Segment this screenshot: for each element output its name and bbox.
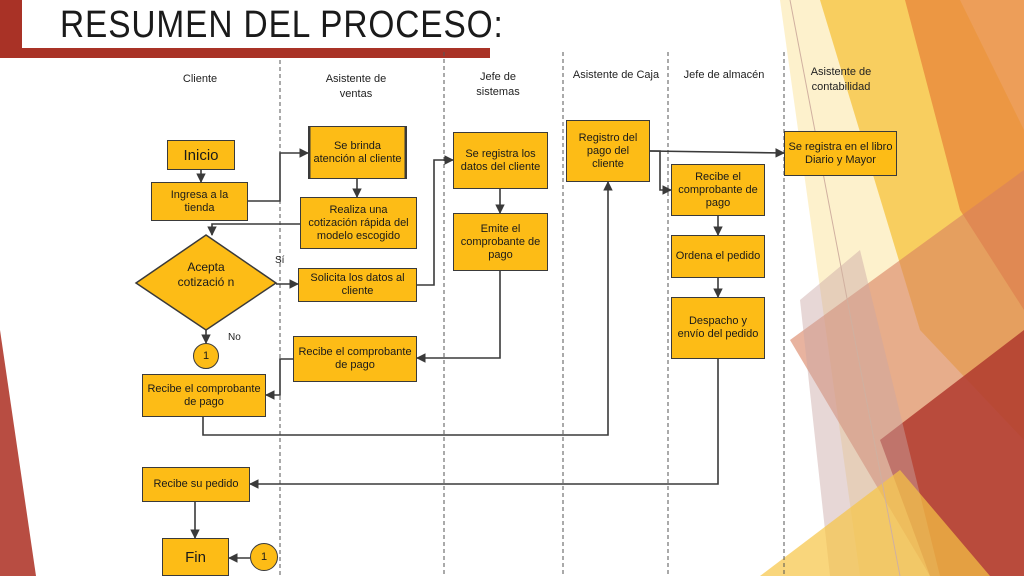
step-recibe-comprobante-ventas: Recibe el comprobante de pago [293,336,417,382]
step-registro-pago: Registro del pago del cliente [566,120,650,182]
step-registra-libro: Se registra en el libro Diario y Mayor [784,131,897,176]
step-cotizacion: Realiza una cotización rápida del modelo… [300,197,417,249]
lane-header-contabilidad: Asistente de contabilidad [810,66,872,93]
step-recibe-pedido: Recibe su pedido [142,467,250,502]
step-solicita-datos: Solicita los datos al cliente [298,268,417,302]
step-ordena-pedido: Ordena el pedido [671,235,765,278]
lane-header-cliente: Cliente [182,73,218,85]
decision-label: Acepta cotizació n [177,260,235,289]
deco-thin-line [789,0,901,576]
step-recibe-comprobante-almacen: Recibe el comprobante de pago [671,164,765,216]
step-brinda-atencion: Se brinda atención al cliente [308,126,407,179]
label-si: Sí [275,255,285,266]
start-inicio: Inicio [167,140,235,170]
connector-1-top: 1 [193,343,219,369]
label-no: No [228,332,241,343]
end-fin: Fin [162,538,229,576]
step-recibe-comprobante-cliente: Recibe el comprobante de pago [142,374,266,417]
step-registra-datos: Se registra los datos del cliente [453,132,548,189]
lane-header-caja: Asistente de Caja [572,69,660,81]
title-background [22,0,490,48]
lane-header-sistemas: Jefe de sistemas [476,71,520,98]
page-title: RESUMEN DEL PROCESO: [60,4,504,46]
lane-header-almacen: Jefe de almacén [683,69,765,81]
lane-header-ventas: Asistente de ventas [325,73,387,100]
deco-bottom-yellow [760,470,990,576]
deco-left-shard [0,330,36,576]
step-emite-comprobante: Emite el comprobante de pago [453,213,548,271]
step-ingresa-tienda: Ingresa a la tienda [151,182,248,221]
connector-1-bottom: 1 [250,543,278,571]
step-despacho: Despacho y envío del pedido [671,297,765,359]
